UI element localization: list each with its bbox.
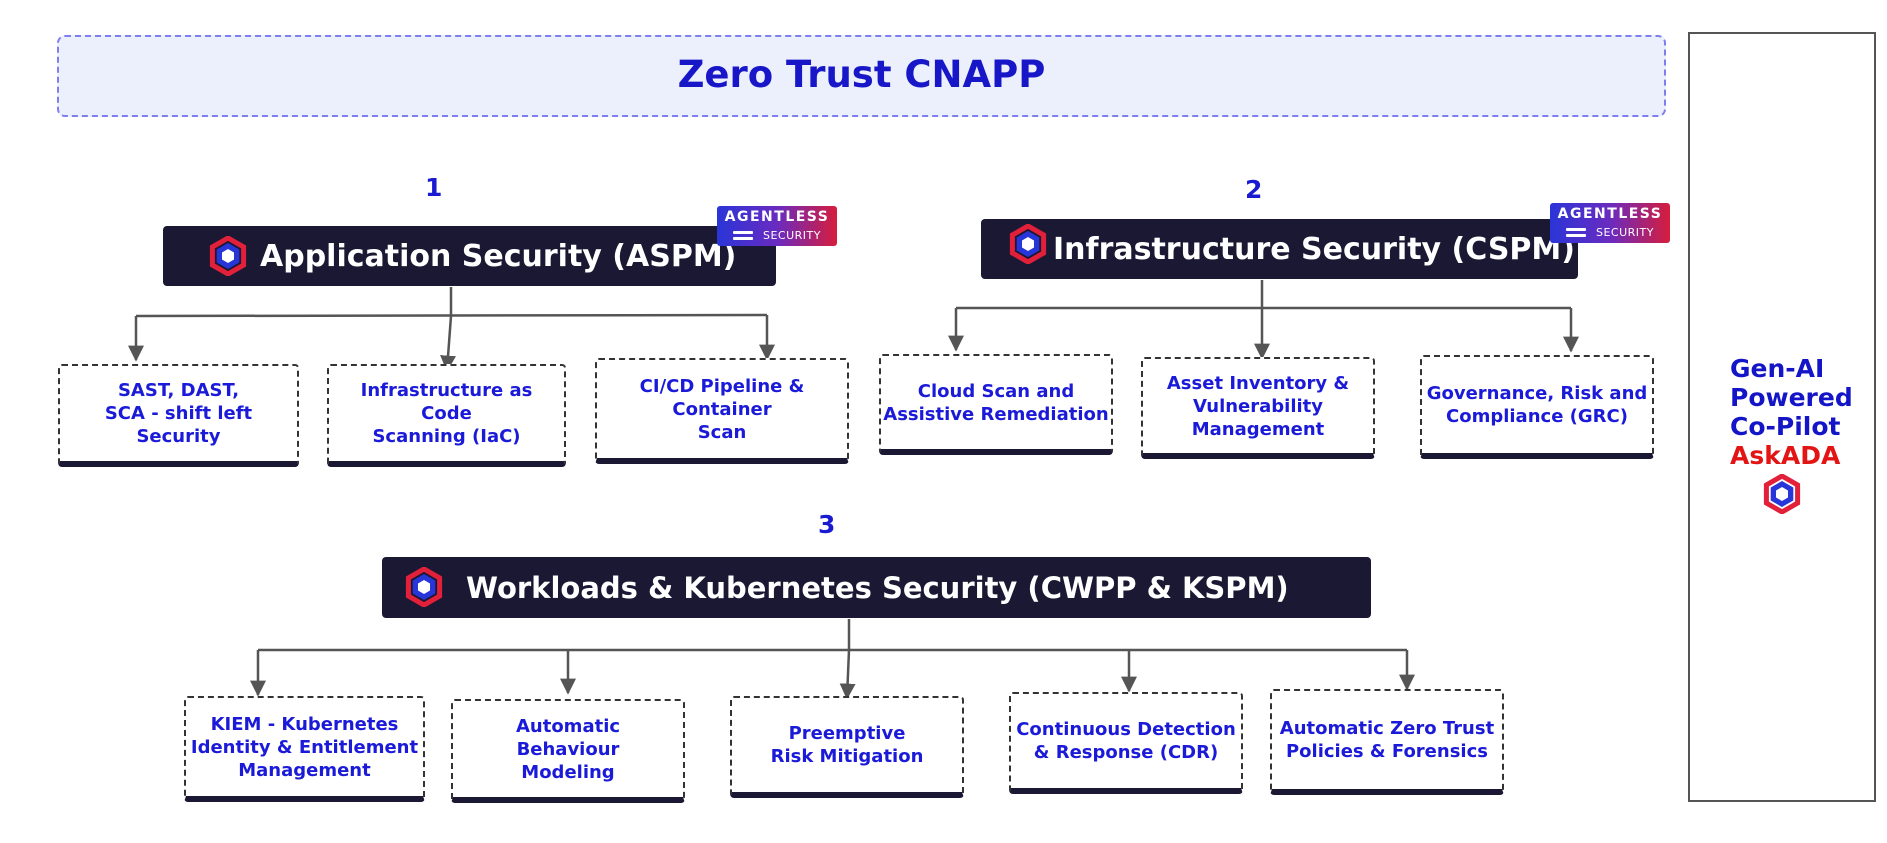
capability-label: KIEM - Kubernetes Identity & Entitlement… [190,713,419,781]
section-number-1: 1 [425,173,443,202]
section-number-3: 3 [818,510,836,539]
capability-label: Asset Inventory & Vulnerability Manageme… [1166,372,1350,440]
cwpp-kspm-title: Workloads & Kubernetes Security (CWPP & … [466,570,1289,605]
badge-line2: SECURITY [763,228,821,242]
copilot-panel: Gen-AI Powered Co-Pilot AskADA [1688,32,1876,802]
capability-box: SAST, DAST, SCA - shift left Security [58,364,299,467]
capability-box: Cloud Scan and Assistive Remediation [879,354,1113,455]
askada-label: AskADA [1730,441,1841,470]
shield-hex-icon [1009,224,1047,264]
agentless-badge-1: AGENTLESS SECURITY [717,206,837,246]
copilot-line-3: Co-Pilot [1730,412,1841,441]
cspm-header: Infrastructure Security (CSPM) [981,219,1578,279]
branch-arrow [440,315,457,372]
capability-label: SAST, DAST, SCA - shift left Security [104,380,253,447]
cspm-title: Infrastructure Security (CSPM) [1053,231,1575,267]
capability-box: Asset Inventory & Vulnerability Manageme… [1141,357,1375,459]
capability-label: Automatic Zero Trust Policies & Forensic… [1279,718,1495,762]
capability-box: Infrastructure as Code Scanning (IaC) [327,364,566,467]
shield-hex-icon [209,236,247,276]
capability-label: CI/CD Pipeline & Container Scan [639,375,805,443]
capability-box: CI/CD Pipeline & Container Scan [595,358,849,464]
capability-label: Governance, Risk and Compliance (GRC) [1426,383,1648,427]
shield-hex-icon [405,567,443,607]
server-lock-icon [733,230,759,242]
capability-label: Preemptive Risk Mitigation [770,723,924,767]
capability-label: Automatic Behaviour Modeling [515,715,621,783]
capability-box: Automatic Zero Trust Policies & Forensic… [1270,689,1504,795]
capability-box: Continuous Detection & Response (CDR) [1009,692,1243,794]
shield-hex-icon [1763,474,1801,514]
branch-arrow [839,649,856,700]
capability-label: Cloud Scan and Assistive Remediation [883,380,1109,425]
server-lock-icon [1566,227,1592,239]
capability-box: Governance, Risk and Compliance (GRC) [1420,355,1654,459]
aspm-title: Application Security (ASPM) [260,238,737,274]
badge-line1: AGENTLESS [1557,206,1663,222]
capability-box: KIEM - Kubernetes Identity & Entitlement… [184,696,425,802]
zero-trust-banner: Zero Trust CNAPP [57,35,1666,117]
copilot-line-1: Gen-AI [1730,354,1825,383]
badge-line2: SECURITY [1596,225,1654,239]
agentless-badge-2: AGENTLESS SECURITY [1550,203,1670,243]
aspm-header: Application Security (ASPM) [163,226,776,286]
section-number-2: 2 [1245,175,1263,204]
copilot-label: Gen-AI Powered Co-Pilot AskADA [1730,354,1853,470]
capability-box: Preemptive Risk Mitigation [730,696,964,798]
badge-line1: AGENTLESS [724,209,830,225]
capability-label: Continuous Detection & Response (CDR) [1016,719,1236,763]
capability-label: Infrastructure as Code Scanning (IaC) [360,380,533,447]
capability-box: Automatic Behaviour Modeling [451,699,685,803]
banner-title: Zero Trust CNAPP [677,53,1046,96]
branch-line [135,313,768,318]
copilot-line-2: Powered [1730,383,1853,412]
cwpp-kspm-header: Workloads & Kubernetes Security (CWPP & … [382,557,1371,618]
